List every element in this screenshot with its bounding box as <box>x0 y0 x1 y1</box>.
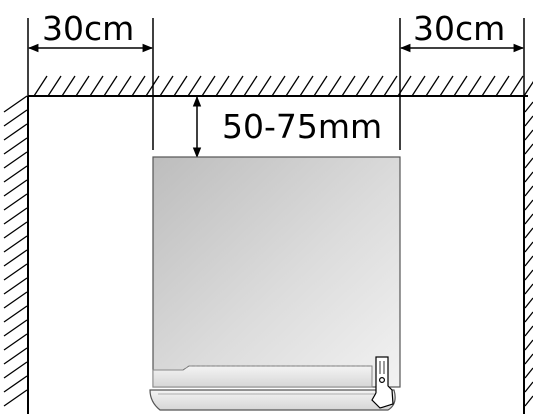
ceiling-hatch-line <box>299 75 314 97</box>
right-wall-hatch-line <box>524 395 533 407</box>
indoor-unit <box>149 156 401 411</box>
ceiling <box>28 75 533 97</box>
ceiling-hatch-line <box>355 75 370 97</box>
left-wall-hatch-line <box>3 291 28 309</box>
left-wall-hatch-line <box>3 123 28 141</box>
left-wall-hatch-line <box>3 193 28 211</box>
ceiling-hatch-line <box>271 75 286 97</box>
left-wall-hatch-line <box>3 249 28 267</box>
right-clearance-dimension <box>399 18 525 150</box>
right-wall-hatch-line <box>524 143 533 155</box>
ceiling-hatch-line <box>285 75 300 97</box>
right-wall-hatch-line <box>524 213 533 225</box>
ceiling-hatch-line <box>425 75 440 97</box>
ceiling-hatch-line <box>187 75 202 97</box>
right-wall-hatch-line <box>524 353 533 365</box>
left-clearance-dimension <box>27 18 154 150</box>
left-wall-hatch-line <box>3 109 28 127</box>
ceiling-hatch-line <box>467 75 482 97</box>
right-wall <box>523 96 533 414</box>
left-wall-hatch-line <box>3 221 28 239</box>
right-wall-hatch-line <box>524 381 533 393</box>
left-wall-hatch-line <box>3 179 28 197</box>
unit-body <box>152 156 401 388</box>
left-wall-hatch-line <box>3 207 28 225</box>
right-wall-hatch-line <box>524 157 533 169</box>
right-wall-hatch-line <box>524 367 533 379</box>
left-wall-hatch-line <box>3 165 28 183</box>
ceiling-hatching <box>33 75 533 97</box>
left-wall-hatch-line <box>3 333 28 351</box>
left-wall-hatch-line <box>3 95 28 113</box>
ceiling-hatch-line <box>229 75 244 97</box>
ceiling-hatch-line <box>327 75 342 97</box>
left-wall-hatch-line <box>3 305 28 323</box>
ceiling-hatch-line <box>453 75 468 97</box>
ceiling-hatch-line <box>257 75 272 97</box>
ceiling-hatch-line <box>117 75 132 97</box>
right-wall-hatch-line <box>524 311 533 323</box>
ceiling-hatch-line <box>481 75 496 97</box>
ceiling-hatch-line <box>131 75 146 97</box>
ceiling-hatch-line <box>215 75 230 97</box>
left-wall-hatch-line <box>3 389 28 407</box>
ceiling-hatch-line <box>159 75 174 97</box>
right-wall-hatch-line <box>524 269 533 281</box>
right-wall-hatch-line <box>524 101 533 113</box>
ceiling-hatch-line <box>439 75 454 97</box>
ceiling-hatch-line <box>201 75 216 97</box>
unit-air-deflector <box>149 389 396 411</box>
left-wall-hatch-line <box>3 263 28 281</box>
right-wall-hatch-line <box>524 227 533 239</box>
right-wall-hatch-line <box>524 241 533 253</box>
left-wall-hatch-line <box>3 347 28 365</box>
ceiling-hatch-line <box>33 75 48 97</box>
ceiling-hatch-line <box>411 75 426 97</box>
right-wall-hatch-line <box>524 325 533 337</box>
right-wall-hatch-line <box>524 185 533 197</box>
right-wall-hatch-line <box>524 339 533 351</box>
ceiling-hatch-line <box>47 75 62 97</box>
left-wall-hatch-line <box>3 137 28 155</box>
right-clearance-label: 30cm <box>413 9 505 48</box>
ceiling-hatch-line <box>509 75 524 97</box>
top-clearance-label: 50-75mm <box>222 107 382 146</box>
right-wall-hatch-line <box>524 297 533 309</box>
unit-panel-seam <box>182 365 372 371</box>
ceiling-hatch-line <box>523 80 533 97</box>
ceiling-hatch-line <box>243 75 258 97</box>
right-wall-hatch-line <box>524 171 533 183</box>
left-wall-hatch-line <box>3 277 28 295</box>
ceiling-hatch-line <box>103 75 118 97</box>
ceiling-hatch-line <box>173 75 188 97</box>
ceiling-hatch-line <box>341 75 356 97</box>
left-wall <box>3 95 29 414</box>
ceiling-hatch-line <box>369 75 384 97</box>
left-wall-hatch-line <box>3 319 28 337</box>
ceiling-hatch-line <box>495 75 510 97</box>
left-wall-hatch-line <box>3 151 28 169</box>
right-wall-hatch-line <box>524 129 533 141</box>
ceiling-hatch-line <box>89 75 104 97</box>
left-wall-hatch-line <box>3 375 28 393</box>
ceiling-hatch-line <box>383 75 398 97</box>
unit-side-bracket <box>371 356 394 409</box>
right-wall-hatching <box>524 101 533 407</box>
right-wall-hatch-line <box>524 283 533 295</box>
ceiling-hatch-line <box>61 75 76 97</box>
right-wall-hatch-line <box>524 255 533 267</box>
right-wall-hatch-line <box>524 115 533 127</box>
left-wall-hatching <box>3 95 28 407</box>
left-clearance-label: 30cm <box>42 9 134 48</box>
right-wall-hatch-line <box>524 199 533 211</box>
ceiling-hatch-line <box>75 75 90 97</box>
left-wall-hatch-line <box>3 235 28 253</box>
unit-lower-panel <box>152 365 373 388</box>
ceiling-hatch-line <box>313 75 328 97</box>
left-wall-hatch-line <box>3 361 28 379</box>
